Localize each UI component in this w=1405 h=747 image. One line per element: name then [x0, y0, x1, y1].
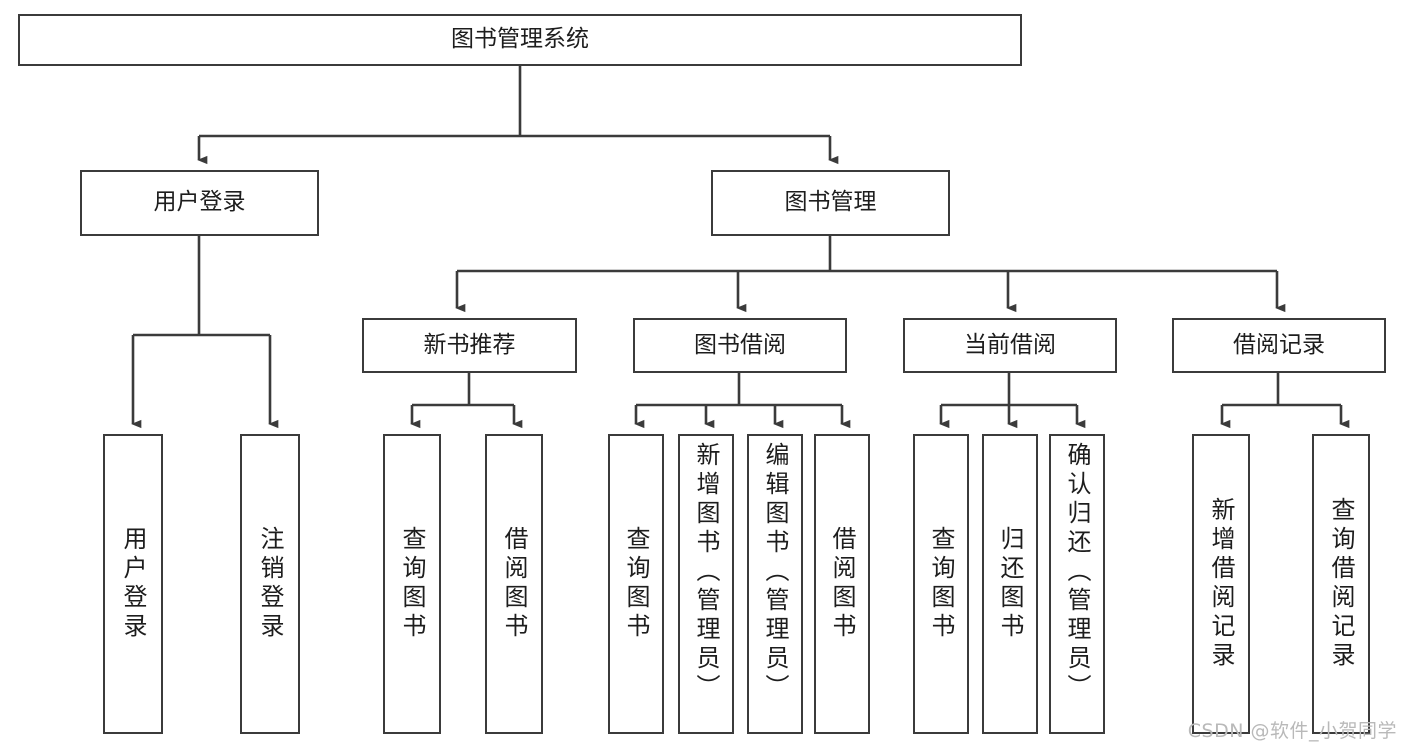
leaf-query-book-2-label: 查询图书 [622, 526, 650, 642]
node-book-borrow-label: 图书借阅 [694, 331, 786, 358]
leaf-add-book[interactable]: 新增图书（管理员） [678, 434, 734, 734]
node-borrow-record-label: 借阅记录 [1233, 331, 1325, 358]
leaf-add-record[interactable]: 新增借阅记录 [1192, 434, 1250, 734]
node-user-login-label: 用户登录 [153, 189, 246, 216]
leaf-borrow-book-2[interactable]: 借阅图书 [814, 434, 870, 734]
leaf-user-login[interactable]: 用户登录 [103, 434, 163, 734]
leaf-query-book-1-label: 查询图书 [398, 526, 426, 642]
leaf-logout-label: 注销登录 [256, 526, 284, 642]
node-book-manage[interactable]: 图书管理 [711, 170, 950, 236]
leaf-confirm-return-label: 确认归还（管理员） [1063, 442, 1091, 703]
leaf-add-book-label: 新增图书（管理员） [692, 442, 720, 703]
leaf-borrow-book-2-label: 借阅图书 [828, 526, 856, 642]
leaf-return-book-label: 归还图书 [996, 526, 1024, 642]
node-new-book-recommend[interactable]: 新书推荐 [362, 318, 577, 373]
node-current-borrow[interactable]: 当前借阅 [903, 318, 1117, 373]
leaf-borrow-book-1[interactable]: 借阅图书 [485, 434, 543, 734]
watermark: CSDN @软件_小贺同学 [1187, 720, 1397, 742]
node-new-book-recommend-label: 新书推荐 [423, 331, 516, 358]
node-book-borrow[interactable]: 图书借阅 [633, 318, 847, 373]
leaf-query-book-1[interactable]: 查询图书 [383, 434, 441, 734]
leaf-query-book-2[interactable]: 查询图书 [608, 434, 664, 734]
leaf-query-book-3[interactable]: 查询图书 [913, 434, 969, 734]
node-root-label: 图书管理系统 [451, 26, 589, 53]
node-root[interactable]: 图书管理系统 [18, 14, 1022, 66]
leaf-query-record[interactable]: 查询借阅记录 [1312, 434, 1370, 734]
leaf-edit-book-label: 编辑图书（管理员） [761, 442, 789, 703]
node-book-manage-label: 图书管理 [784, 189, 877, 216]
leaf-user-login-label: 用户登录 [119, 526, 147, 642]
leaf-query-record-label: 查询借阅记录 [1327, 497, 1355, 671]
leaf-confirm-return[interactable]: 确认归还（管理员） [1049, 434, 1105, 734]
leaf-edit-book[interactable]: 编辑图书（管理员） [747, 434, 803, 734]
node-user-login[interactable]: 用户登录 [80, 170, 319, 236]
leaf-add-record-label: 新增借阅记录 [1207, 497, 1235, 671]
node-current-borrow-label: 当前借阅 [964, 331, 1056, 358]
leaf-query-book-3-label: 查询图书 [927, 526, 955, 642]
leaf-return-book[interactable]: 归还图书 [982, 434, 1038, 734]
leaf-logout[interactable]: 注销登录 [240, 434, 300, 734]
leaf-borrow-book-1-label: 借阅图书 [500, 526, 528, 642]
node-borrow-record[interactable]: 借阅记录 [1172, 318, 1386, 373]
